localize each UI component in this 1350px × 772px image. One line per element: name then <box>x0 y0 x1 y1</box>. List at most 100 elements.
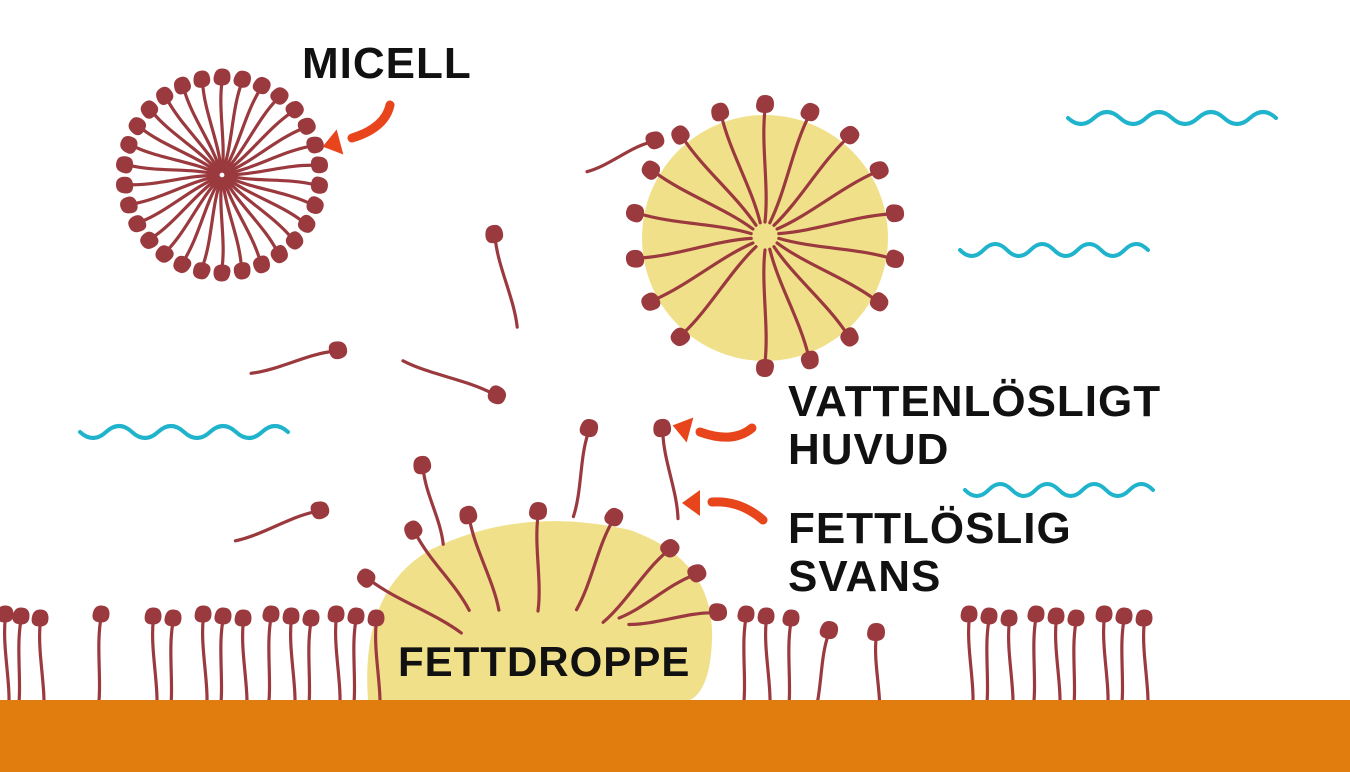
surfactant-molecule-icon <box>459 505 501 612</box>
water-soluble-head <box>31 609 49 627</box>
water-soluble-head <box>285 231 304 250</box>
water-soluble-head <box>252 76 271 95</box>
tail-label-line2: SVANS <box>788 552 942 601</box>
water-soluble-head <box>12 607 30 625</box>
water-soluble-head <box>155 245 174 263</box>
surfactant-molecule-icon <box>173 76 222 173</box>
water-wave-icon <box>78 424 290 440</box>
water-soluble-head <box>960 605 978 623</box>
fat-soluble-tail <box>638 212 753 236</box>
surfactant-molecule-icon <box>140 176 221 249</box>
water-wave-icon <box>1066 110 1278 126</box>
water-soluble-head <box>459 505 478 525</box>
surfactant-molecule-icon <box>627 603 728 627</box>
water-soluble-head <box>579 418 599 438</box>
surfactant-molecule-icon <box>777 204 905 236</box>
water-soluble-head <box>164 609 182 627</box>
water-wave-icon <box>963 482 1155 498</box>
water-soluble-head <box>306 136 324 154</box>
water-soluble-head <box>297 214 316 233</box>
fat-soluble-tail <box>775 241 877 301</box>
fat-soluble-tail <box>222 88 262 173</box>
fat-droplets <box>367 115 888 700</box>
water-soluble-head <box>529 502 547 520</box>
fat-soluble-tail <box>1030 617 1038 716</box>
surfactant-molecule-icon <box>213 177 231 282</box>
water-soluble-head <box>1067 609 1085 627</box>
water-soluble-head <box>193 262 211 280</box>
surfactant-molecule-icon <box>223 117 316 175</box>
water-soluble-head <box>1135 609 1153 627</box>
water-soluble-head <box>756 95 774 113</box>
fat-soluble-tail <box>740 617 748 716</box>
surfactant-molecule-icon <box>116 156 220 177</box>
surfactant-molecule-icon <box>625 236 753 268</box>
water-soluble-head <box>234 609 252 627</box>
fat-soluble-tail <box>95 617 103 716</box>
water-soluble-head <box>302 609 320 627</box>
fat-soluble-tail <box>661 431 680 521</box>
surfactant-molecule-icon <box>756 95 774 224</box>
fat-soluble-tail <box>720 115 762 225</box>
fat-soluble-tail <box>571 431 590 519</box>
water-soluble-head <box>487 385 507 405</box>
fat-soluble-tail <box>535 514 541 613</box>
water-soluble-head <box>840 327 859 347</box>
water-soluble-head <box>327 605 345 623</box>
water-soluble-head <box>128 215 147 233</box>
fat-soluble-tail <box>682 245 758 335</box>
surfactant-molecule-icon <box>768 102 820 225</box>
surfactant-molecule-icon <box>213 68 231 173</box>
surfactant-molecule-icon <box>233 501 330 543</box>
water-soluble-head <box>800 350 819 370</box>
water-wave-icon <box>958 242 1150 258</box>
surfactant-molecule-icon <box>617 564 707 620</box>
water-soluble-head <box>92 605 110 623</box>
water-waves <box>78 110 1278 498</box>
fat-soluble-tail <box>128 173 220 187</box>
surfactant-molecule-icon <box>601 539 680 624</box>
water-soluble-head <box>310 501 330 520</box>
water-soluble-head <box>116 176 134 194</box>
surfactant-molecule-icon <box>128 117 221 175</box>
fat-soluble-tail <box>777 236 892 260</box>
surfactant-molecule-icon <box>571 418 599 519</box>
fat-soluble-tail <box>132 174 220 206</box>
fat-soluble-tail <box>233 510 317 543</box>
surfactant-molecule-icon <box>222 176 288 264</box>
fat-soluble-tail <box>401 359 494 395</box>
fat-soluble-tail <box>224 144 312 176</box>
water-soluble-head <box>885 204 905 223</box>
water-soluble-head <box>262 605 280 623</box>
surfactant-molecule-icon <box>653 418 680 521</box>
fat-soluble-tail <box>768 115 810 225</box>
surfactant-molecule-icon <box>223 175 316 233</box>
fat-soluble-tail <box>182 88 222 173</box>
water-soluble-head <box>413 455 432 475</box>
water-soluble-head <box>1095 605 1113 623</box>
fat-soluble-tail <box>627 611 715 627</box>
surfactant-molecule-icon <box>222 177 271 274</box>
surfactant-molecule-icon <box>772 245 859 347</box>
fat-droplet-label: FETTDROPPE <box>398 638 691 685</box>
water-soluble-head <box>193 70 211 88</box>
water-soluble-head <box>885 249 905 269</box>
water-soluble-head <box>173 255 192 274</box>
water-soluble-head <box>757 607 775 625</box>
fat-soluble-tail <box>762 107 768 224</box>
fat-soluble-tail <box>139 175 221 223</box>
water-soluble-head <box>782 609 800 627</box>
water-soluble-head <box>213 68 231 86</box>
fat-soluble-tail <box>224 173 316 187</box>
water-soluble-head <box>980 607 998 625</box>
fat-soluble-tail <box>653 171 755 231</box>
water-soluble-head-label: VATTENLÖSLIGT HUVUD <box>788 378 1161 474</box>
fat-soluble-tail <box>182 177 222 262</box>
water-soluble-head <box>233 262 251 280</box>
droplet-molecules <box>356 502 728 635</box>
water-soluble-head <box>708 603 728 622</box>
curved-arrow-icon <box>672 417 757 443</box>
surfactant-molecule-icon <box>173 177 222 274</box>
water-soluble-head <box>297 117 316 135</box>
surfactant-molecule-icon <box>224 136 324 176</box>
